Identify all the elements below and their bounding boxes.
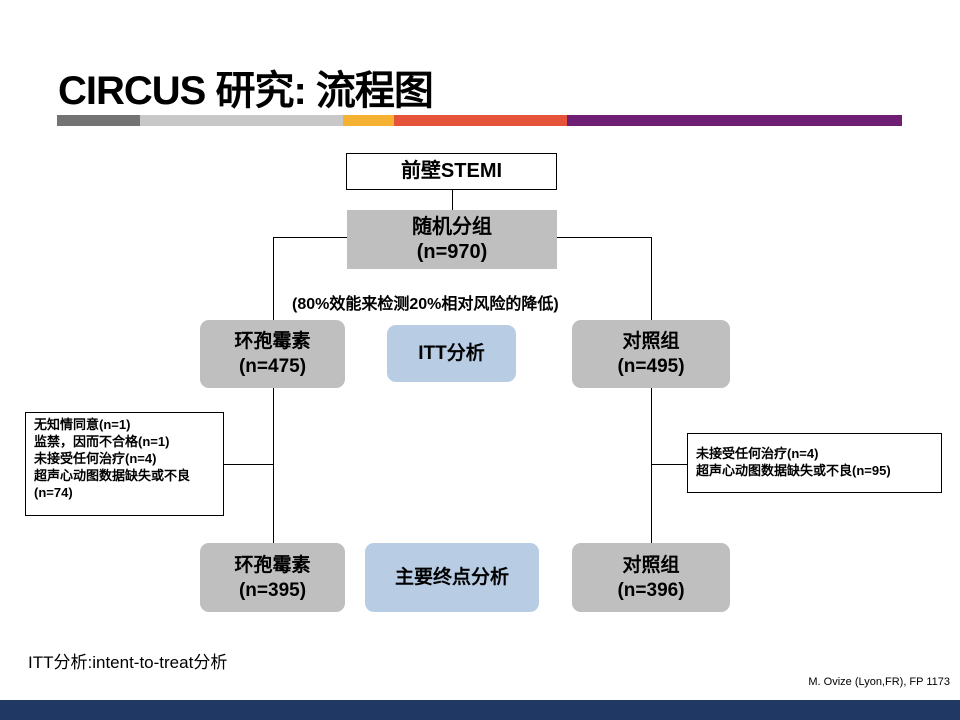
control-itt-box: 对照组 (n=495) bbox=[572, 320, 730, 388]
connector bbox=[651, 237, 652, 320]
exclusion-item: 超声心动图数据缺失或不良(n=74) bbox=[34, 468, 191, 500]
box-count: (n=495) bbox=[617, 356, 685, 377]
stemi-box: 前壁STEMI bbox=[346, 153, 557, 190]
randomization-box: 随机分组 (n=970) bbox=[347, 210, 557, 269]
primary-endpoint-box: 主要终点分析 bbox=[365, 543, 539, 612]
exclusion-item: 超声心动图数据缺失或不良(n=95) bbox=[696, 463, 891, 478]
stemi-label: 前壁STEMI bbox=[400, 160, 503, 182]
title-bar-segment bbox=[57, 115, 140, 126]
title-bar-segment bbox=[343, 115, 394, 126]
connector bbox=[557, 237, 652, 238]
connector bbox=[273, 388, 274, 543]
randomization-label: 随机分组 bbox=[412, 215, 492, 238]
connector bbox=[651, 388, 652, 543]
exclusion-item: 监禁，因而不合格(n=1) bbox=[34, 434, 170, 449]
slide-title: CIRCUS 研究: 流程图 bbox=[58, 69, 434, 113]
title-bar-segment bbox=[567, 115, 902, 126]
control-final-box: 对照组 (n=396) bbox=[572, 543, 730, 612]
exclusion-item: 未接受任何治疗(n=4) bbox=[696, 446, 819, 461]
left-exclusions-box: 无知情同意(n=1) 监禁，因而不合格(n=1) 未接受任何治疗(n=4) 超声… bbox=[25, 412, 224, 516]
box-label: 主要终点分析 bbox=[394, 567, 509, 588]
connector bbox=[452, 190, 453, 210]
exclusion-item: 未接受任何治疗(n=4) bbox=[34, 451, 157, 466]
footnote: ITT分析:intent-to-treat分析 bbox=[28, 653, 228, 672]
box-count: (n=395) bbox=[238, 579, 307, 601]
box-label: 环孢霉素 bbox=[234, 331, 311, 352]
connector bbox=[223, 464, 273, 465]
box-label: 环孢霉素 bbox=[234, 554, 311, 576]
title-bar-segment bbox=[394, 115, 567, 126]
footer-bar bbox=[0, 700, 960, 720]
connector bbox=[651, 464, 687, 465]
title-bar-segment bbox=[140, 115, 343, 126]
cyclosporine-itt-box: 环孢霉素 (n=475) bbox=[200, 320, 345, 388]
box-label: 对照组 bbox=[622, 554, 680, 576]
itt-analysis-box: ITT分析 bbox=[387, 325, 516, 382]
right-exclusions-box: 未接受任何治疗(n=4) 超声心动图数据缺失或不良(n=95) bbox=[687, 433, 942, 493]
citation: M. Ovize (Lyon,FR), FP 1173 bbox=[808, 676, 950, 688]
box-count: (n=475) bbox=[238, 356, 307, 377]
cyclosporine-final-box: 环孢霉素 (n=395) bbox=[200, 543, 345, 612]
randomization-count: (n=970) bbox=[416, 240, 488, 263]
box-count: (n=396) bbox=[617, 579, 685, 601]
power-note: (80%效能来检测20%相对风险的降低) bbox=[292, 296, 559, 313]
connector bbox=[273, 237, 347, 238]
box-label: ITT分析 bbox=[418, 343, 485, 364]
connector bbox=[273, 237, 274, 320]
exclusion-item: 无知情同意(n=1) bbox=[34, 417, 131, 432]
box-label: 对照组 bbox=[622, 331, 680, 352]
